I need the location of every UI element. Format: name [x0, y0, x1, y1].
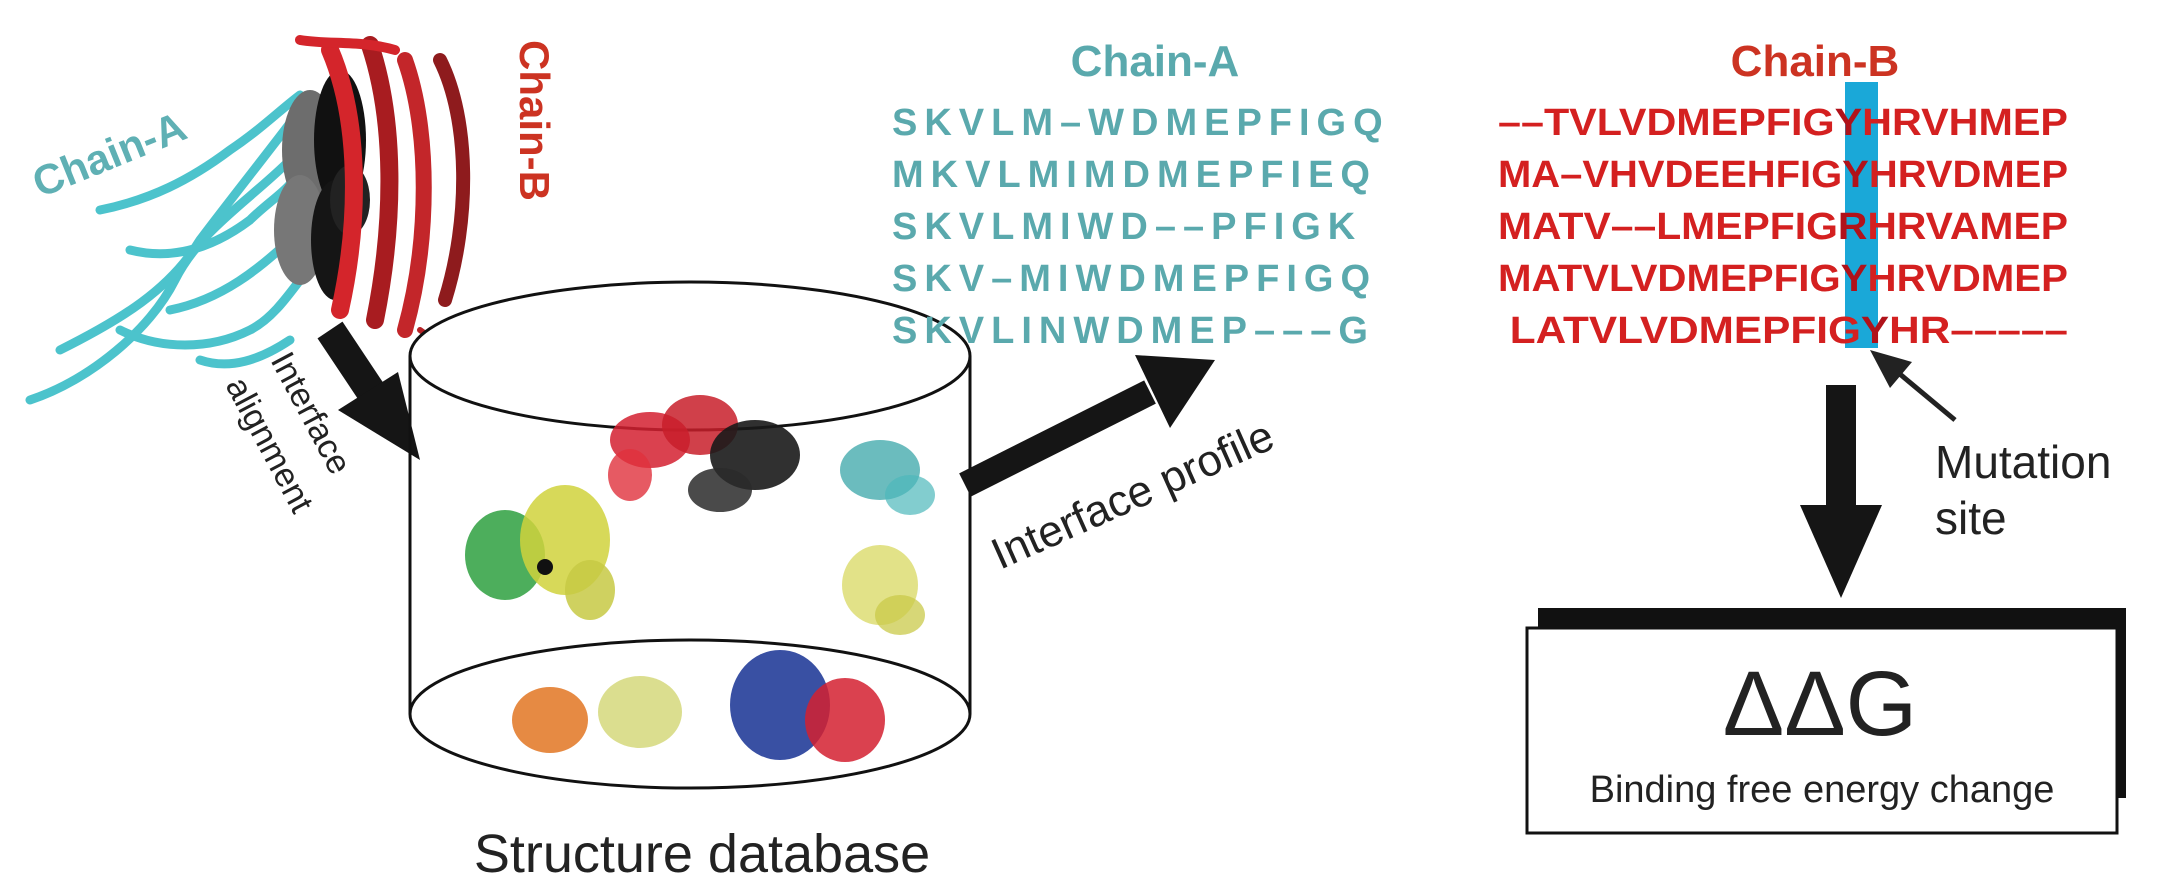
ddg-caption: Binding free energy change [1590, 769, 2055, 811]
ddg-symbol: ΔΔG [1723, 653, 1917, 755]
interface-profile-label: Interface profile [984, 411, 1281, 579]
chain-b-seq-site: Y [1861, 310, 1889, 352]
interface-alignment-arrow [317, 321, 420, 460]
protein-complex-illustration [25, 35, 473, 405]
chain-a-seq-row: SKVLM–WDMEPFIGQ [892, 102, 1390, 144]
database-protein-structures [465, 395, 935, 762]
protein-structure-red-black [608, 395, 800, 512]
interface-profile-arrow [959, 355, 1215, 497]
chain-a-seq-row: SKV–MIWDMEPFIGQ [892, 258, 1377, 300]
chain-b-seq-site: Y [1841, 258, 1868, 300]
mutation-site-label-line1: Mutation [1935, 436, 2111, 488]
chain-b-seq-prefix: MATV––LMEPFIG [1498, 206, 1838, 248]
chain-a-alignment-title: Chain-A [1071, 37, 1240, 86]
chain-b-seq-prefix: ––TVLVDMEPFIG [1498, 102, 1835, 144]
chain-a-sequences: SKVLM–WDMEPFIGQ MKVLMIMDMEPFIEQ SKVLMIWD… [892, 102, 1390, 352]
chain-b-seq-suffix: HRVAMEP [1867, 206, 2068, 248]
chain-a-ribbon [25, 90, 305, 405]
chain-b-seq-suffix: HRVDMEP [1868, 258, 2068, 300]
protein-structure-teal [840, 440, 935, 515]
result-box [1525, 608, 2126, 835]
mutation-site-label-line2: site [1935, 492, 2007, 544]
chain-a-seq-row: SKVLMIWD––PFIGK [892, 206, 1362, 248]
chain-b-seq-prefix: LATVLVDMEPFIG [1498, 310, 1861, 352]
chain-b-seq-site: Y [1842, 154, 1869, 196]
chain-b-seq-prefix: MATVLVDMEPFIG [1498, 258, 1841, 300]
chain-b-seq-prefix: MA–VHVDEEHFIG [1498, 154, 1842, 196]
chain-b-seq-site: R [1838, 206, 1868, 248]
chain-a-seq-row: MKVLMIMDMEPFIEQ [892, 154, 1377, 196]
chain-b-seq-suffix: HR––––– [1889, 310, 2068, 352]
mutation-site-arrow [1870, 350, 1957, 422]
chain-a-seq-row: SKVLINWDMEP–––G [892, 310, 1375, 352]
chain-b-seq-suffix: HRVDMEP [1869, 154, 2068, 196]
chain-b-seq-suffix: HRVHMEP [1862, 102, 2068, 144]
protein-structure-yellow-right [842, 545, 925, 635]
chain-b-ribbon [295, 35, 473, 345]
mutation-site-highlight [1845, 82, 1878, 348]
chain-b-alignment-title: Chain-B [1731, 37, 1900, 86]
chain-b-protein-label: Chain-B [511, 40, 558, 201]
chain-b-seq-site: Y [1835, 102, 1863, 144]
protein-structure-orange-yellow [512, 676, 682, 753]
result-down-arrow [1800, 385, 1882, 598]
protein-structure-green-yellow [465, 485, 615, 620]
structure-database-label: Structure database [474, 824, 930, 884]
protein-structure-blue-red [730, 650, 885, 762]
